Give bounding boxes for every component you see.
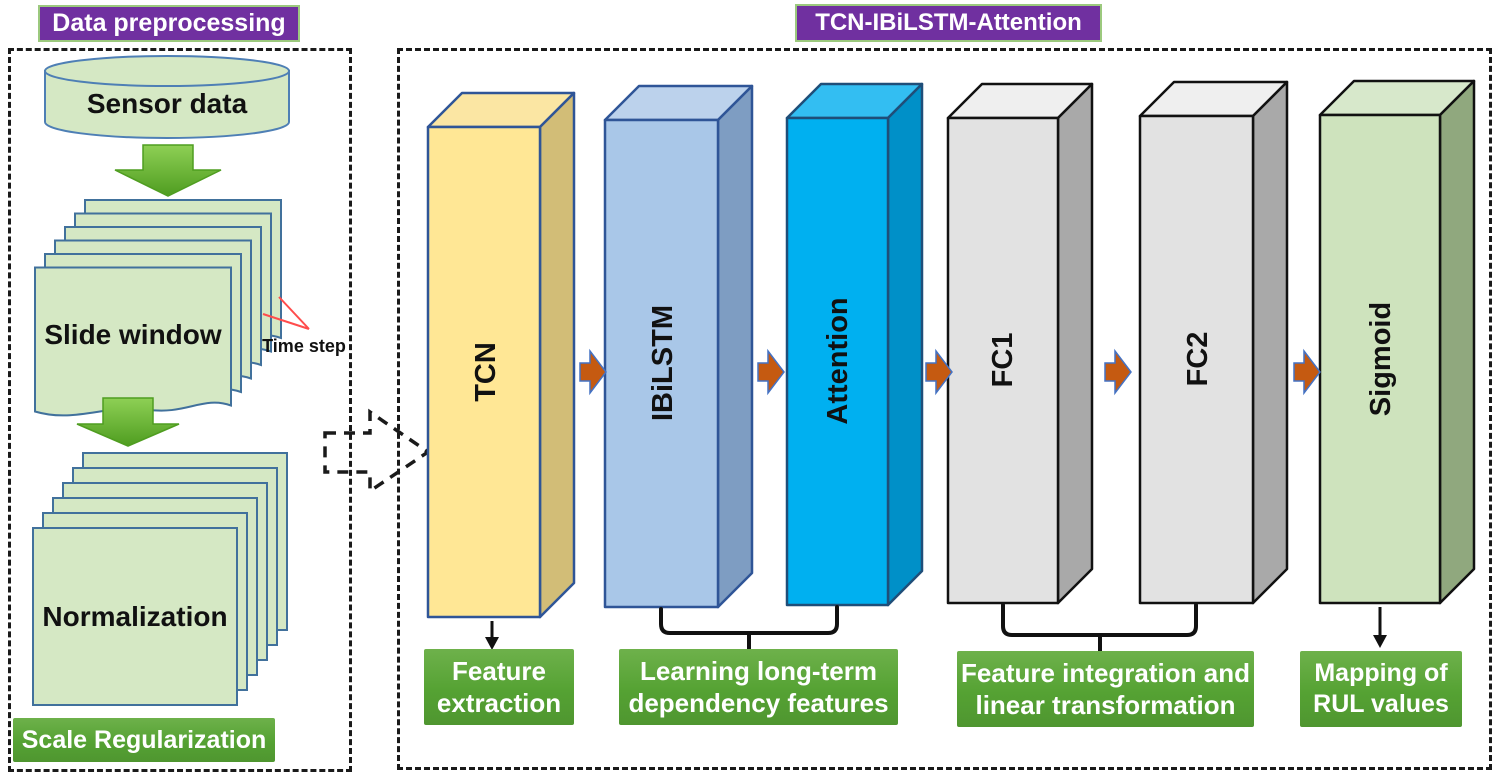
caption-line: Feature integration and xyxy=(961,657,1250,688)
box-side-face xyxy=(716,84,754,609)
caption-line: RUL values xyxy=(1313,690,1449,718)
grouping-brackets xyxy=(659,603,1198,656)
box-front-face xyxy=(946,116,1060,605)
layer-label-fc2: FC2 xyxy=(1182,332,1214,387)
connector-arrow-icon xyxy=(757,348,785,396)
sensor-data-cylinder: Sensor data xyxy=(44,55,290,139)
time-step-pointer-lines xyxy=(262,296,310,330)
box-front-face xyxy=(1318,113,1442,605)
box-side-face xyxy=(1056,82,1094,605)
time-step-annotation: Time step xyxy=(262,296,346,356)
layer-box-attention: Attention xyxy=(785,82,924,607)
sensor-data-label: Sensor data xyxy=(87,88,248,119)
caption-line: extraction xyxy=(436,688,562,718)
tcn-caption-arrowhead-icon xyxy=(485,637,499,650)
model-header: TCN-IBiLSTM-Attention xyxy=(795,4,1102,42)
layer-label-tcn: TCN xyxy=(470,342,502,402)
box-front-face xyxy=(603,118,720,609)
connector-arrow-icon xyxy=(1104,348,1132,396)
layer-label-attention: Attention xyxy=(822,297,854,424)
model-panel-border xyxy=(397,48,1492,770)
box-side-face xyxy=(1251,80,1289,605)
cylinder-body xyxy=(44,70,290,139)
layer-box-tcn: TCN xyxy=(426,91,576,619)
cylinder-top xyxy=(44,55,290,87)
connector-arrow-icon xyxy=(925,348,953,396)
connector-arrow-icon xyxy=(1293,348,1321,396)
caption-arrows xyxy=(485,607,1387,650)
box-front-face xyxy=(426,125,542,619)
bracket-ibilstm-attention xyxy=(659,605,839,654)
caption-long-term-dependency: Learning long-term dependency features xyxy=(619,649,898,725)
box-side-face xyxy=(538,91,576,619)
sigmoid-caption-arrowhead-icon xyxy=(1373,635,1387,648)
normalization-label: Normalization xyxy=(42,601,227,632)
time-step-label: Time step xyxy=(262,336,346,356)
layer-box-ibilstm: IBiLSTM xyxy=(603,84,754,609)
sheet-front xyxy=(32,527,238,706)
caption-feature-extraction: Feature extraction xyxy=(424,649,574,725)
slide-window-label: Slide window xyxy=(44,319,222,350)
box-side-face xyxy=(1438,79,1476,605)
box-side-face xyxy=(886,82,924,607)
caption-rul-mapping: Mapping of RUL values xyxy=(1300,651,1462,727)
connector-arrow-icon xyxy=(579,348,607,396)
connector-arrows xyxy=(579,348,1321,396)
box-front-face xyxy=(785,116,890,607)
preprocessing-panel-border xyxy=(8,48,352,772)
caption-line: Learning long-term xyxy=(640,655,877,686)
layer-box-sigmoid: Sigmoid xyxy=(1318,79,1476,605)
caption-line: Mapping of xyxy=(1314,658,1448,687)
box-front-face xyxy=(1138,114,1255,605)
flow-arrow-down-2-icon xyxy=(76,397,180,447)
scale-regularization-label: Scale Regularization xyxy=(13,718,275,762)
layer-label-fc1: FC1 xyxy=(987,333,1019,388)
preprocessing-header: Data preprocessing xyxy=(38,5,300,42)
caption-line: linear transformation xyxy=(975,690,1236,720)
caption-line: dependency features xyxy=(628,688,889,718)
normalization-stack xyxy=(32,452,288,706)
flow-arrow-down-1-icon xyxy=(114,144,222,197)
dashed-input-arrow-icon xyxy=(323,408,432,495)
layer-box-fc2: FC2 xyxy=(1138,80,1289,605)
caption-feature-integration: Feature integration and linear transform… xyxy=(957,651,1254,727)
slide-window-stack xyxy=(34,199,282,417)
caption-line: Feature xyxy=(452,655,546,686)
layer-label-ibilstm: IBiLSTM xyxy=(647,305,679,421)
bracket-fc1-fc2 xyxy=(1001,603,1198,656)
layer-box-fc1: FC1 xyxy=(946,82,1094,605)
layer-label-sigmoid: Sigmoid xyxy=(1365,302,1397,416)
